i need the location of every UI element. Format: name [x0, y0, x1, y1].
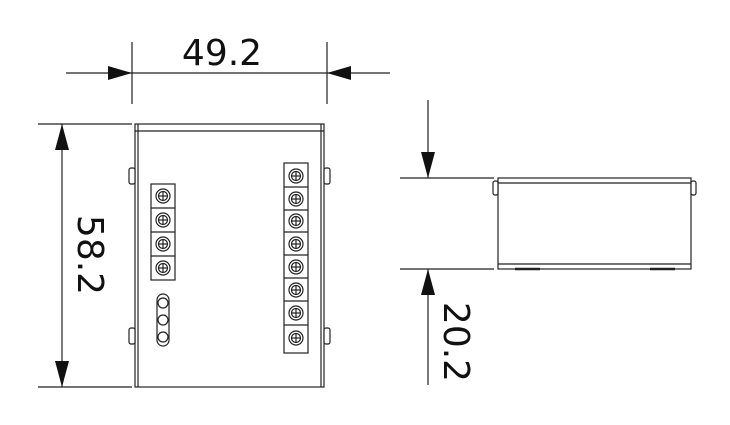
width-arrow-left	[108, 66, 132, 80]
terminal-screw	[155, 236, 171, 252]
height-dimension	[38, 123, 132, 388]
depth-label: 20.2	[435, 302, 476, 382]
terminal-screw	[288, 259, 304, 275]
terminal-screw	[155, 212, 171, 228]
side-tab-left-top	[128, 167, 136, 185]
depth-arrow-bottom	[421, 269, 435, 295]
side-view-tab-left	[492, 180, 499, 196]
side-view-body	[497, 177, 692, 270]
height-arrow-bottom	[55, 361, 69, 387]
front-view	[128, 123, 331, 388]
terminal-screw	[288, 236, 304, 252]
terminal-screw	[288, 330, 304, 346]
depth-dimension	[400, 100, 494, 385]
indicator-led	[157, 314, 169, 326]
terminal-screw	[155, 260, 171, 276]
side-view	[492, 177, 697, 271]
indicator-led	[157, 331, 169, 343]
width-label: 49.2	[182, 33, 262, 74]
terminal-screw	[288, 191, 304, 207]
width-dimension	[66, 42, 390, 104]
terminal-screw	[288, 168, 304, 184]
terminal-screw	[288, 213, 304, 229]
width-arrow-right	[327, 66, 351, 80]
side-tab-left-bottom	[128, 327, 136, 345]
height-label: 58.2	[69, 215, 110, 295]
depth-arrow-top	[421, 152, 435, 178]
side-tab-right-top	[323, 167, 331, 185]
side-view-tab-right	[690, 180, 697, 196]
indicator-led	[157, 297, 169, 309]
terminal-screw	[155, 188, 171, 204]
side-tab-right-bottom	[323, 327, 331, 345]
terminal-screw	[288, 282, 304, 298]
height-arrow-top	[55, 124, 69, 150]
terminal-screw	[288, 305, 304, 321]
